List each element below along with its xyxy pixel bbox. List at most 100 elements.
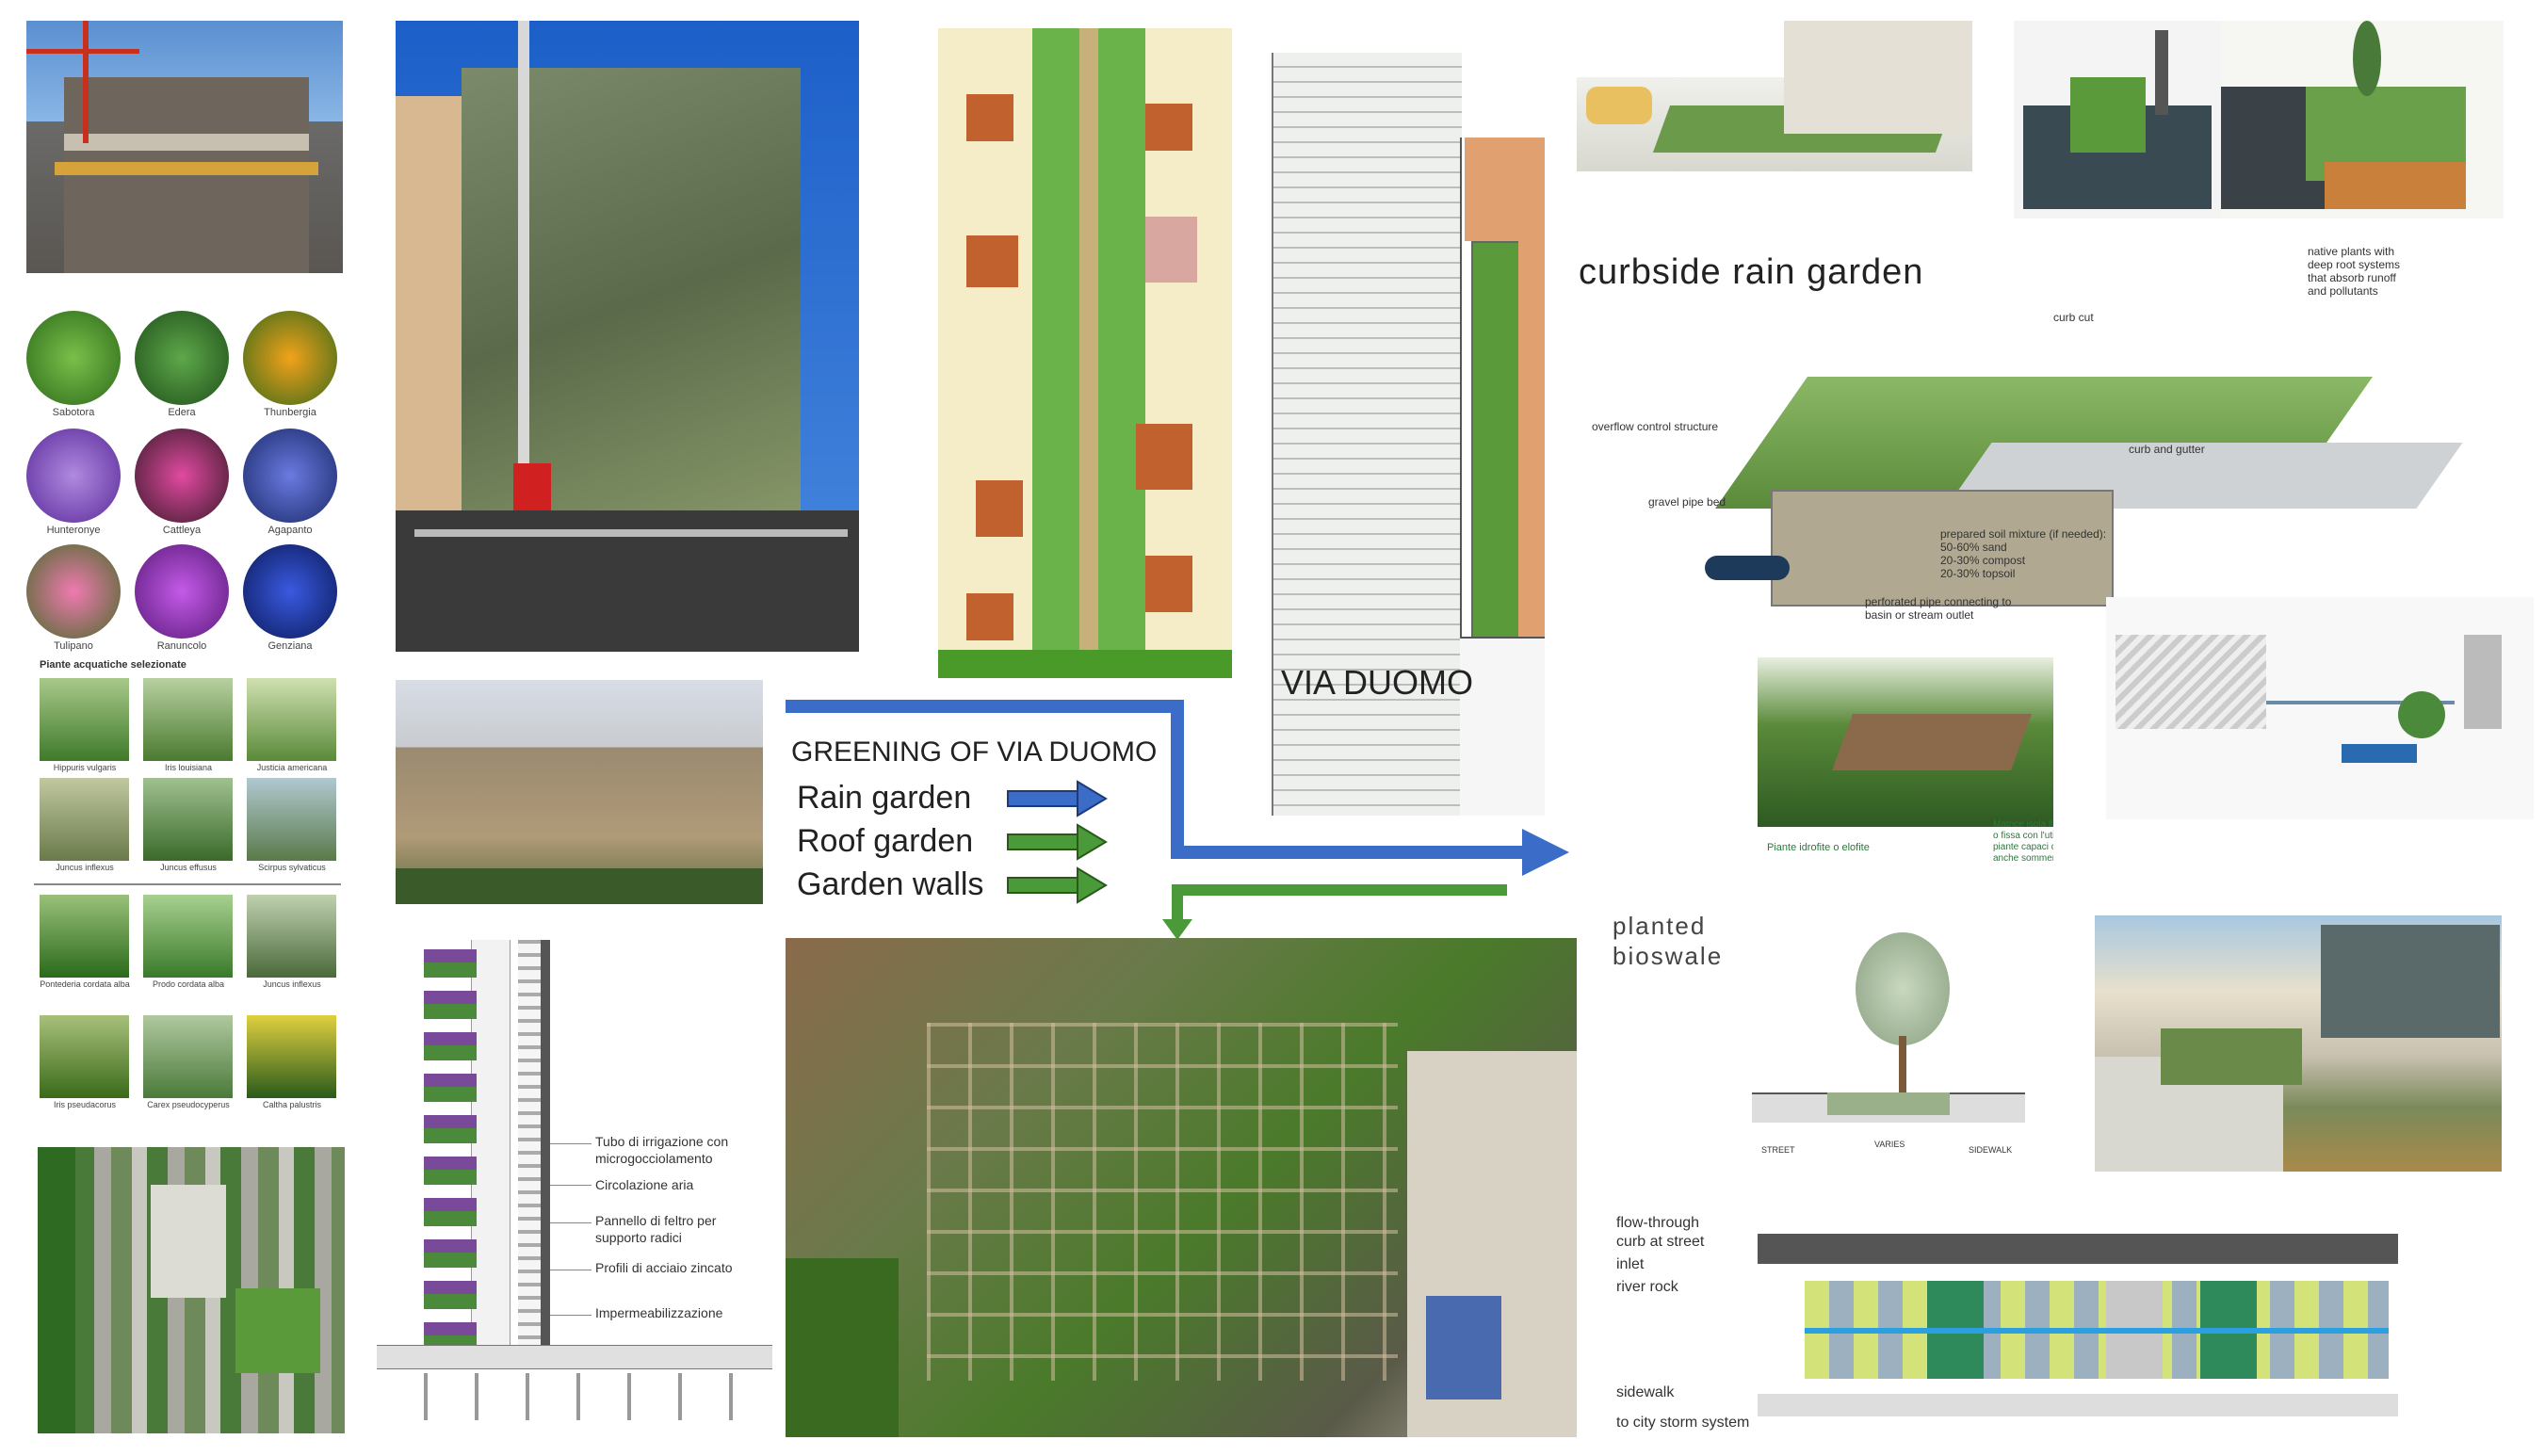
bioswale-label: SIDEWALK bbox=[1969, 1145, 2013, 1155]
curbside-label: deep root systems bbox=[2308, 258, 2401, 271]
blue-connector-arrow-icon bbox=[786, 700, 1569, 876]
wall-label: microgocciolamento bbox=[595, 1151, 713, 1166]
wetland-label: Matrice isola flottante bbox=[1993, 819, 2053, 830]
bioswale-title-line2: bioswale bbox=[1613, 942, 1724, 970]
plant-photo bbox=[26, 311, 121, 405]
flowthrough-label: inlet bbox=[1616, 1256, 1645, 1272]
aquatic-photo bbox=[40, 895, 129, 978]
legend-item-garden-walls: Garden walls bbox=[797, 866, 984, 902]
plant-photo bbox=[26, 429, 121, 523]
plant-label: Agapanto bbox=[267, 525, 313, 536]
aquatic-photo bbox=[40, 678, 129, 761]
flowthrough-label: flow-through bbox=[1616, 1215, 1700, 1231]
aquatic-label: Iris louisiana bbox=[164, 763, 213, 772]
bioswale-label: STREET bbox=[1761, 1145, 1795, 1155]
curbside-label: curb and gutter bbox=[2129, 443, 2205, 456]
plant-species-grid: Sabotora Edera Thunbergia Hunteronye Cat… bbox=[26, 301, 343, 659]
building-plan-drawing: VIA DUOMO bbox=[1262, 53, 1545, 816]
roof-garden-photo bbox=[786, 938, 1577, 1437]
green-connector-arrow-icon bbox=[1162, 884, 1507, 940]
curbside-label: prepared soil mixture (if needed): bbox=[1940, 527, 2107, 541]
street-label: VIA DUOMO bbox=[1281, 663, 1474, 702]
legend-title: GREENING OF VIA DUOMO bbox=[791, 736, 1158, 768]
plant-photo bbox=[243, 429, 337, 523]
plant-photo bbox=[243, 311, 337, 405]
aquatic-label: Hippuris vulgaris bbox=[53, 763, 117, 772]
aquatic-photo bbox=[143, 678, 233, 761]
aquatic-photo bbox=[40, 778, 129, 861]
water-system-section bbox=[2106, 597, 2534, 819]
flowthrough-label: curb at street bbox=[1616, 1234, 1705, 1250]
aquatic-label: Caltha palustris bbox=[262, 1100, 322, 1109]
wetland-label: anche sommerse bbox=[1993, 853, 2053, 864]
aquatic-label: Juncus effusus bbox=[160, 863, 217, 872]
plant-photo bbox=[135, 544, 229, 639]
wall-label: Pannello di feltro per bbox=[595, 1213, 717, 1228]
aquatic-label: Prodo cordata alba bbox=[152, 979, 225, 989]
curbside-label: and pollutants bbox=[2308, 284, 2378, 298]
plant-label: Sabotora bbox=[52, 407, 95, 418]
greening-legend: GREENING OF VIA DUOMO Rain garden Roof g… bbox=[782, 725, 1177, 914]
plant-photo bbox=[135, 429, 229, 523]
wetland-label: Piante idrofite o elofite bbox=[1767, 842, 1870, 853]
bioswale-title-line1: planted bbox=[1613, 912, 1707, 940]
bioswale-label: VARIES bbox=[1874, 1140, 1905, 1149]
wall-label: Tubo di irrigazione con bbox=[595, 1134, 729, 1149]
plant-photo bbox=[243, 544, 337, 639]
curbside-label: that absorb runoff bbox=[2308, 271, 2396, 284]
curbside-label: perforated pipe connecting to bbox=[1865, 595, 2012, 608]
curbside-label: native plants with bbox=[2308, 245, 2395, 258]
construction-photo bbox=[26, 21, 343, 273]
aquatic-title: Piante acquatiche selezionate bbox=[40, 659, 186, 671]
curbside-title: curbside rain garden bbox=[1579, 252, 1924, 292]
flowthrough-label: to city storm system bbox=[1616, 1415, 1750, 1431]
wall-label: supporto radici bbox=[595, 1230, 682, 1245]
curbside-cross-section: native plants with deep root systems tha… bbox=[1592, 245, 2487, 631]
rain-garden-section-sketch bbox=[2014, 21, 2221, 218]
planter-section-sketch bbox=[2221, 21, 2504, 218]
wetland-label: piante capaci di resistere bbox=[1993, 842, 2053, 852]
legend-item-roof-garden: Roof garden bbox=[797, 823, 974, 859]
flowthrough-label: sidewalk bbox=[1616, 1384, 1675, 1400]
aquatic-label: Carex pseudocyperus bbox=[147, 1100, 230, 1109]
arrow-green-icon bbox=[1007, 866, 1108, 904]
wall-label: Profili di acciaio zincato bbox=[595, 1260, 733, 1275]
arrow-green-icon bbox=[1007, 823, 1108, 861]
aquatic-photo bbox=[247, 778, 336, 861]
divider bbox=[34, 883, 341, 885]
aquatic-photo bbox=[143, 895, 233, 978]
aquatic-label: Pontederia cordata alba bbox=[40, 979, 130, 989]
flow-through-plan: flow-through curb at street inlet river … bbox=[1616, 1215, 2502, 1441]
wall-label: Impermeabilizzazione bbox=[595, 1305, 723, 1320]
plant-label: Thunbergia bbox=[264, 407, 316, 418]
aquatic-label: Justicia americana bbox=[256, 763, 328, 772]
curbside-label: gravel pipe bed bbox=[1648, 495, 1726, 509]
city-panorama-photo bbox=[396, 680, 763, 904]
bioswale-section: STREET VARIES SIDEWALK bbox=[1752, 932, 2025, 1168]
bioswale-photo bbox=[2095, 915, 2502, 1172]
curbside-label: basin or stream outlet bbox=[1865, 608, 1974, 622]
aquatic-label: Juncus inflexus bbox=[263, 979, 321, 989]
curbside-label: overflow control structure bbox=[1592, 420, 1719, 433]
site-plan-drawing bbox=[938, 28, 1232, 678]
plant-label: Tulipano bbox=[54, 640, 93, 652]
aquatic-plants-grid: Piante acquatiche selezionate Hippuris v… bbox=[26, 659, 347, 1121]
legend-item-rain-garden: Rain garden bbox=[797, 780, 972, 816]
aquatic-label: Scirpus sylvaticus bbox=[258, 863, 326, 872]
aquatic-photo bbox=[40, 1015, 129, 1098]
wall-label: Circolazione aria bbox=[595, 1177, 694, 1192]
green-wall-section-drawing: Tubo di irrigazione con microgocciolamen… bbox=[377, 930, 772, 1433]
curbside-label: 20-30% topsoil bbox=[1940, 567, 2016, 580]
aquatic-photo bbox=[247, 1015, 336, 1098]
green-wall-building-photo bbox=[396, 21, 859, 652]
aquatic-photo bbox=[247, 895, 336, 978]
flowthrough-label: river rock bbox=[1616, 1279, 1678, 1295]
plant-label: Ranuncolo bbox=[156, 640, 207, 652]
wetland-sketch: Piante idrofite o elofite Matrice isola … bbox=[1758, 657, 2053, 882]
aquatic-photo bbox=[143, 1015, 233, 1098]
arrow-blue-icon bbox=[1007, 780, 1108, 817]
plant-photo bbox=[135, 311, 229, 405]
plant-label: Edera bbox=[168, 407, 196, 418]
aquatic-photo bbox=[143, 778, 233, 861]
curbside-label: 50-60% sand bbox=[1940, 541, 2007, 554]
